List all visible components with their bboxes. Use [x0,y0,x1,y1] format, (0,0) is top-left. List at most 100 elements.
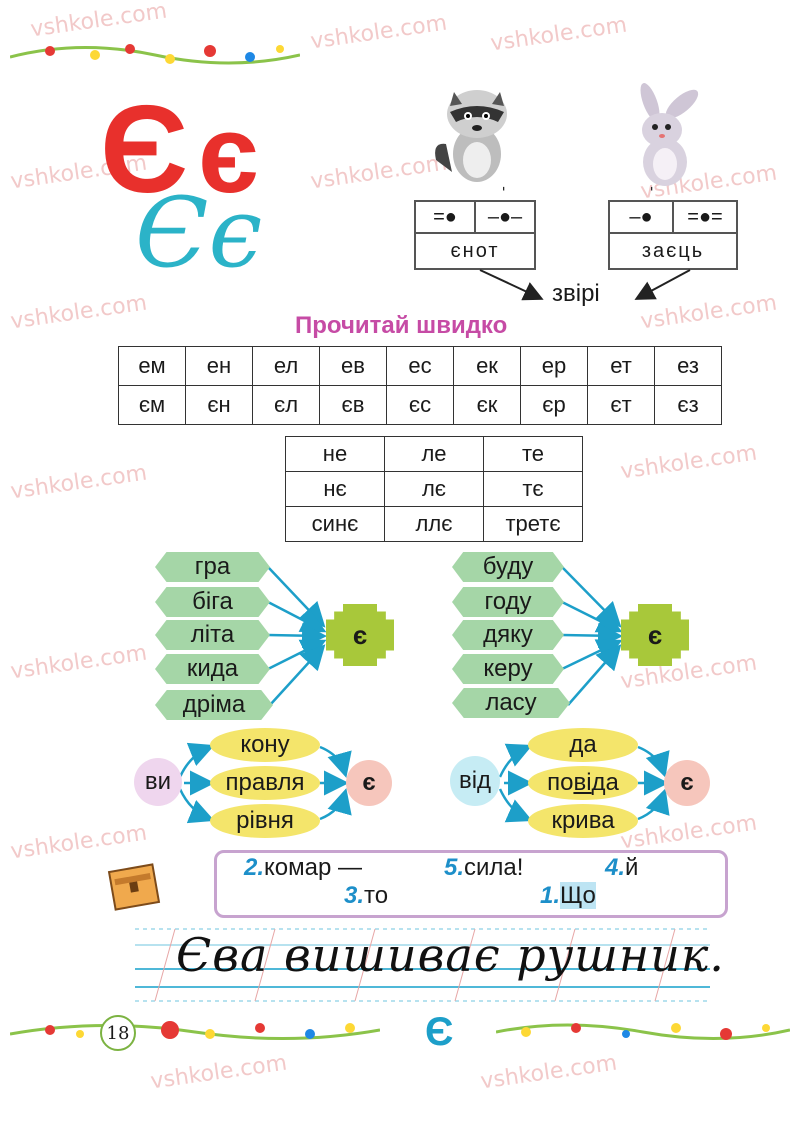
table-cell: ев [319,346,387,386]
underlined-part: ві [573,769,592,796]
word-oval: кону [210,728,320,762]
category-word: звірі [552,280,600,307]
watermark: vshkole.com [8,290,149,335]
word-oval: да [528,728,638,762]
puzzle-item: 5.сила! [444,854,523,882]
word-part-hex: біга [155,587,270,617]
table-cell: не [285,436,385,472]
table-cell: єк [453,385,521,425]
table-cell: єл [252,385,320,425]
word-oval: крива [528,804,638,838]
word-part-hex: літа [155,620,270,650]
chest-icon [107,863,161,911]
word-part-hex: ласу [452,688,570,718]
table-row: синє ллє третє [285,506,583,542]
puzzle-number: 5. [444,854,465,881]
table-cell: єн [185,385,253,425]
hub-letter: є [326,604,394,666]
syllable-scheme: =● [415,201,475,233]
word-part-hex: дріма [155,690,273,720]
script-letters: Єє [135,177,263,289]
prefix-circle: ви [134,758,182,806]
table-cell: єс [386,385,454,425]
word-oval: правля [210,766,320,800]
table-cell: ем [118,346,186,386]
table-row: ем ен ел ев ес ек ер ет ез [118,346,722,386]
puzzle-word: то [364,882,389,909]
flower-garland-top [10,44,300,65]
word-part: по [547,769,574,796]
word-table: не ле те нє лє тє синє ллє третє [285,436,583,542]
table-cell: єв [319,385,387,425]
table-cell: ен [185,346,253,386]
table-row: не ле те [285,436,583,472]
table-cell: ер [520,346,588,386]
watermark: vshkole.com [478,1050,619,1095]
table-cell: третє [483,506,583,542]
end-circle: є [664,760,710,806]
watermark: vshkole.com [308,10,449,55]
syllable-table: ем ен ел ев ес ек ер ет ез єм єн єл єв є… [118,346,722,425]
table-cell: ес [386,346,454,386]
watermark: vshkole.com [488,12,629,57]
word-part-hex: керу [452,654,564,684]
end-circle: є [346,760,392,806]
raccoon-icon [435,90,507,182]
watermark: vshkole.com [148,1050,289,1095]
stress-mark: ˈ [648,183,656,208]
section-title: Прочитай швидко [295,312,508,339]
puzzle-number: 4. [605,854,626,881]
table-cell: єр [520,385,588,425]
word-part: да [591,769,619,796]
word-part-hex: дяку [452,620,564,650]
puzzle-number: 1. [540,882,561,909]
table-cell: єт [587,385,655,425]
puzzle-word: сила! [464,854,524,881]
table-cell: єм [118,385,186,425]
word-part-hex: буду [452,552,564,582]
word-enot: єнот [415,233,535,269]
flower-garland-bottom-left [10,1021,380,1040]
table-cell: тє [483,471,583,507]
word-scheme-rabbit: –● =●= заєць [608,200,738,270]
rabbit-icon [640,83,699,186]
table-cell: ел [252,346,320,386]
table-cell: лє [384,471,484,507]
letter-uppercase: Є [100,81,189,219]
table-row: єм єн єл єв єс єк єр єт єз [118,385,722,425]
table-cell: ллє [384,506,484,542]
word-scheme-raccoon: =● –●– єнот [414,200,536,270]
writing-lines [135,928,710,1002]
puzzle-item: 2.комар — [244,854,362,882]
table-cell: ек [453,346,521,386]
puzzle-word: й [625,854,639,881]
page-number: 18 [100,1015,136,1051]
stress-mark: ˈ [500,183,508,208]
table-cell: ле [384,436,484,472]
watermark: vshkole.com [618,440,759,485]
puzzle-number: 2. [244,854,265,881]
puzzle-word: комар — [264,854,362,881]
word-oval: рівня [210,804,320,838]
word-part-hex: гра [155,552,270,582]
table-cell: те [483,436,583,472]
watermark: vshkole.com [8,460,149,505]
table-row: нє лє тє [285,471,583,507]
puzzle-frame [214,850,728,918]
letter-lowercase: є [198,93,259,216]
table-cell: ез [654,346,722,386]
hex-arrows [267,566,623,706]
table-cell: синє [285,506,385,542]
table-cell: ет [587,346,655,386]
flower-garland-bottom-right [496,1023,790,1041]
watermark: vshkole.com [638,290,779,335]
table-cell: єз [654,385,722,425]
oval-arrows [178,742,670,824]
syllable-scheme: =●= [673,201,737,233]
syllable-scheme: –●– [475,201,535,233]
syllable-scheme: –● [609,201,673,233]
footer-letter: Є [425,1010,454,1054]
word-part-hex: году [452,587,564,617]
puzzle-number: 3. [344,882,365,909]
